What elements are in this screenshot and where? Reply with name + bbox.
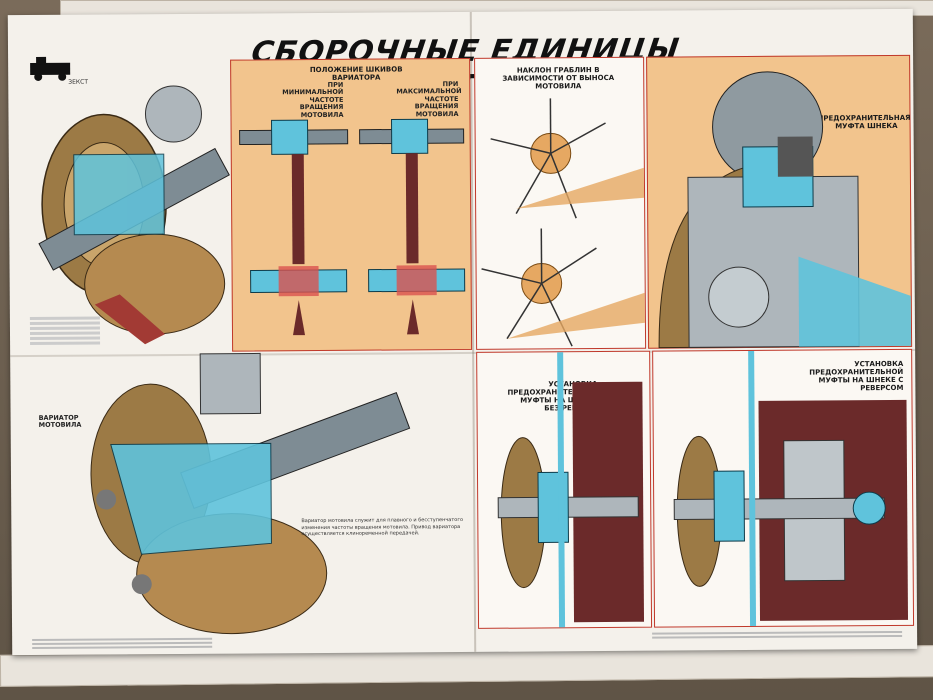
variator-upper-illustration bbox=[38, 85, 230, 345]
panel-variator-positions: Положение шкивов вариатора при минимальн… bbox=[230, 57, 473, 352]
panel-tine-tilt-title: Наклон граблин в зависимости от выноса м… bbox=[502, 66, 615, 91]
panel-auger-clutch: Предохранительная муфта шнека bbox=[646, 54, 913, 349]
panel-tine-tilt: Наклон граблин в зависимости от выноса м… bbox=[474, 56, 647, 350]
legend-text-block bbox=[29, 315, 101, 347]
variator-description: Вариатор мотовила служит для плавного и … bbox=[301, 517, 464, 538]
logo-icon bbox=[30, 56, 71, 81]
panel-clutch-reverse: Установка предохранительной муфты на шне… bbox=[652, 348, 915, 628]
variator-lower-illustration bbox=[90, 352, 411, 635]
panel-clutch-no-reverse: Установка предохранительной муфты на шне… bbox=[476, 350, 653, 629]
footer-credits-left bbox=[32, 636, 213, 651]
footer-credits-right bbox=[652, 629, 903, 641]
panel-variator-positions-title: Положение шкивов вариатора bbox=[309, 65, 403, 82]
poster: ЗЕКСТ Сборочные единицы жатки Положение … bbox=[7, 8, 918, 656]
variator-sections-drawing bbox=[239, 118, 466, 336]
tine-tilt-drawing bbox=[481, 98, 645, 347]
caption-max-speed: при максимальной частоте вращения мотови… bbox=[396, 80, 462, 119]
clutch-reverse-drawing bbox=[673, 350, 909, 626]
clutch-no-reverse-drawing bbox=[497, 352, 645, 628]
auger-clutch-drawing bbox=[658, 71, 912, 349]
caption-min-speed: при минимальной частоте вращения мотовил… bbox=[282, 80, 344, 119]
